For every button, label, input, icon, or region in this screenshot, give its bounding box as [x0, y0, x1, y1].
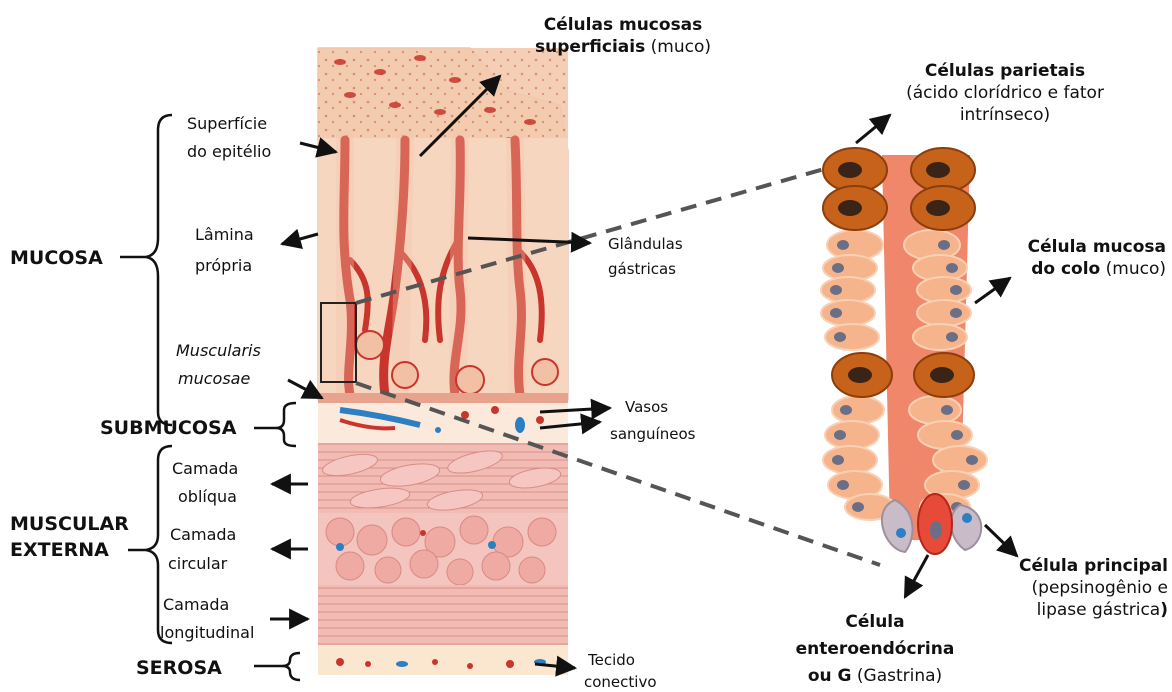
entero-line1: Célula — [845, 612, 904, 632]
muscular-layer-label-1: MUSCULAR — [10, 512, 129, 536]
circular-label-2: circular — [168, 553, 227, 575]
entero-line2: enteroendócrina — [796, 639, 955, 659]
serosa-layer-label: SEROSA — [136, 656, 222, 680]
muscularis-label-2: mucosae — [178, 368, 250, 390]
lamina-label-2: própria — [195, 255, 252, 277]
vasos-label-1: Vasos — [625, 397, 668, 417]
tecido-label-2: conectivo — [584, 672, 657, 692]
parietais-line2: intrínseco) — [960, 105, 1050, 125]
colo-line1: Célula mucosa — [1028, 237, 1166, 257]
mucosa-layer-label: MUCOSA — [10, 246, 103, 270]
enlarged-gland — [821, 148, 987, 554]
longitudinal-label-2: longitudinal — [160, 622, 254, 644]
superficie-label-1: Superfície — [187, 113, 267, 135]
principal-line2-rest: lipase gástrica — [1037, 600, 1161, 620]
principal-title: Célula principal — [1019, 556, 1168, 576]
lamina-label-1: Lâmina — [195, 224, 254, 246]
mucosas-superficiais-bold: superficiais — [535, 37, 645, 57]
principal-line1: (pepsinogênio e — [1032, 578, 1168, 598]
parietais-title: Células parietais — [925, 61, 1085, 81]
entero-line3-rest: (Gastrina) — [851, 666, 942, 686]
submucosa-layer-label: SUBMUCOSA — [100, 416, 236, 440]
mucosas-superficiais-line1: Células mucosas — [544, 15, 703, 35]
colo-rest: (muco) — [1100, 259, 1166, 279]
principal-label: Célula principal (pepsinogênio e lipase … — [1000, 555, 1168, 621]
circular-label-1: Camada — [170, 524, 236, 546]
tecido-label-1: Tecido — [588, 650, 635, 670]
enteroendocrina-label: Célula enteroendócrina ou G (Gastrina) — [770, 609, 980, 690]
tissue-block — [318, 48, 568, 675]
muscularis-label-1: Muscularis — [176, 340, 261, 362]
mucosas-superficiais-rest: (muco) — [645, 37, 711, 57]
vasos-label-2: sanguíneos — [610, 424, 695, 444]
glandulas-label-1: Glândulas — [608, 234, 683, 254]
superficie-label-2: do epitélio — [187, 141, 271, 163]
longitudinal-label-1: Camada — [163, 594, 229, 616]
obliqua-label-1: Camada — [172, 458, 238, 480]
parietais-line1: (ácido clorídrico e fator — [906, 83, 1104, 103]
obliqua-label-2: oblíqua — [178, 486, 237, 508]
mucosas-superficiais-label: Células mucosas superficiais (muco) — [508, 14, 738, 58]
colo-bold: do colo — [1031, 259, 1100, 279]
mucosa-colo-label: Célula mucosa do colo (muco) — [990, 236, 1166, 280]
muscular-layer-label-2: EXTERNA — [10, 538, 109, 562]
entero-line3-bold: ou G — [808, 666, 852, 686]
parietais-label: Células parietais (ácido clorídrico e fa… — [892, 60, 1118, 126]
glandulas-label-2: gástricas — [608, 259, 676, 279]
principal-line2-bold: ) — [1160, 600, 1168, 620]
